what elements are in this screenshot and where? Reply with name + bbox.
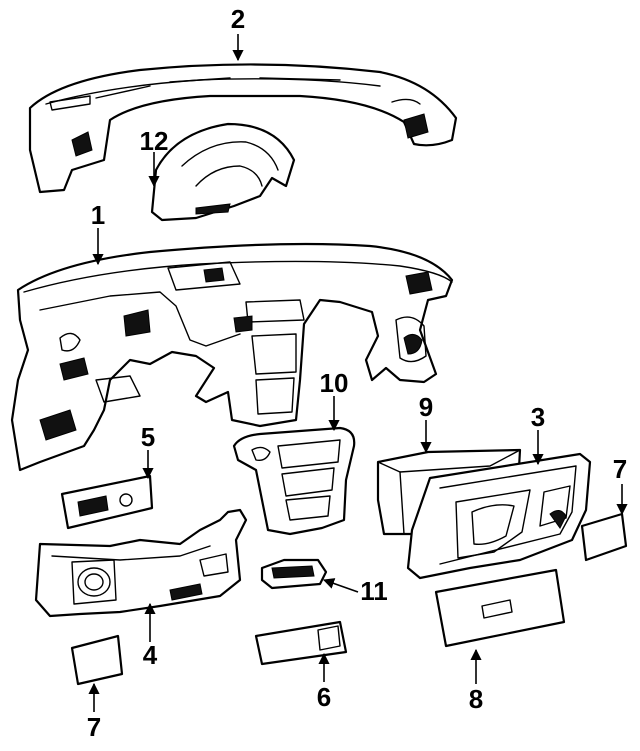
part-8-glove-lid xyxy=(434,568,566,648)
callout-12: 12 xyxy=(140,126,169,156)
part-4-lower-panel xyxy=(34,508,248,618)
callout-10: 10 xyxy=(320,368,349,398)
part-7-cap-right xyxy=(580,512,628,562)
part-2-dash-pad xyxy=(28,63,458,194)
callout-7-right: 7 xyxy=(613,454,627,484)
callout-numbers: 2 12 1 10 9 3 7 5 11 4 6 8 7 xyxy=(87,4,627,742)
part-7-cap-left xyxy=(70,634,124,686)
part-5-switch-bezel xyxy=(60,474,154,530)
leader-lines xyxy=(88,34,628,712)
callout-7-left: 7 xyxy=(87,712,101,742)
callout-8: 8 xyxy=(469,684,483,714)
callout-6: 6 xyxy=(317,682,331,712)
part-3-glove-box-door xyxy=(406,452,592,580)
callout-3: 3 xyxy=(531,402,545,432)
part-1-instrument-panel xyxy=(10,242,454,472)
callout-11: 11 xyxy=(360,576,388,606)
callout-4: 4 xyxy=(143,640,158,670)
part-12-cluster-hood xyxy=(150,122,296,222)
part-6-bracket xyxy=(254,620,348,666)
part-10-center-bezel xyxy=(232,426,356,536)
callout-2: 2 xyxy=(231,4,245,34)
callout-5: 5 xyxy=(141,422,155,452)
callout-1: 1 xyxy=(91,200,105,230)
part-11-ashtray xyxy=(260,558,328,590)
callout-9: 9 xyxy=(419,392,433,422)
